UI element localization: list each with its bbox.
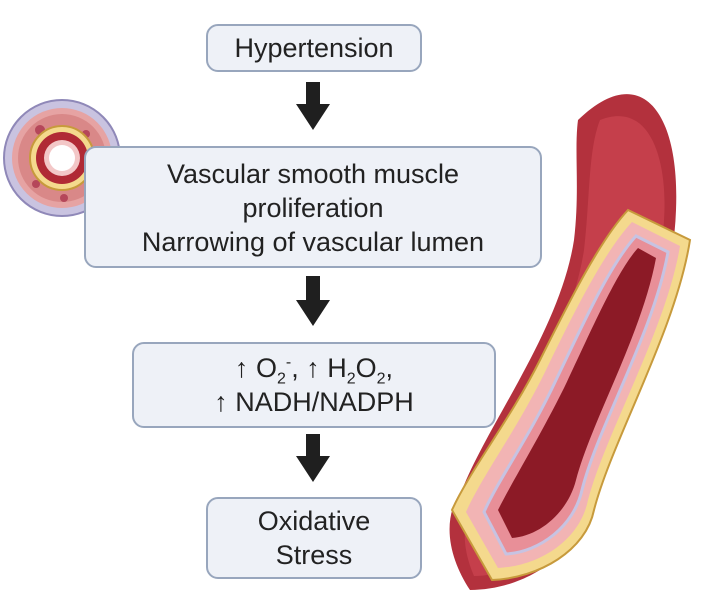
h2o2-h: H: [327, 353, 347, 383]
superoxide-sub: 2: [276, 370, 286, 388]
superoxide-base: O: [255, 353, 277, 383]
up-arrow-icon: ↑: [234, 353, 249, 383]
oxidative-line-2: Stress: [275, 540, 353, 570]
ros-line-2: ↑ NADH/NADPH: [214, 385, 414, 419]
vascular-line-3: Narrowing of vascular lumen: [141, 227, 485, 257]
ros-line-1: ↑ O2-, ↑ H2O2,: [234, 351, 394, 388]
down-arrow-icon: [296, 276, 330, 326]
ros-line-end: ,: [385, 353, 394, 383]
h2o2-o: O: [355, 353, 377, 383]
hypertension-label: Hypertension: [234, 33, 394, 63]
up-arrow-icon: ↑: [214, 387, 228, 417]
vascular-line-2: proliferation: [242, 193, 384, 223]
ros-separator: ,: [291, 353, 307, 383]
hypertension-box: Hypertension: [206, 24, 422, 72]
superoxide-sup: -: [285, 354, 292, 371]
h2o2-h-sub: 2: [346, 370, 356, 388]
oxidative-stress-box: Oxidative Stress: [206, 497, 422, 579]
blood-vessel-icon: [449, 94, 692, 591]
vascular-proliferation-box: Vascular smooth muscle proliferation Nar…: [84, 146, 542, 268]
nadh-label: NADH/NADPH: [235, 387, 414, 417]
oxidative-line-1: Oxidative: [257, 506, 371, 536]
vascular-line-1: Vascular smooth muscle: [166, 159, 460, 189]
up-arrow-icon: ↑: [306, 353, 320, 383]
down-arrow-icon: [296, 82, 330, 130]
down-arrow-icon: [296, 434, 330, 482]
h2o2-o-sub: 2: [376, 370, 386, 388]
ros-box: ↑ O2-, ↑ H2O2, ↑ NADH/NADPH: [132, 342, 496, 428]
